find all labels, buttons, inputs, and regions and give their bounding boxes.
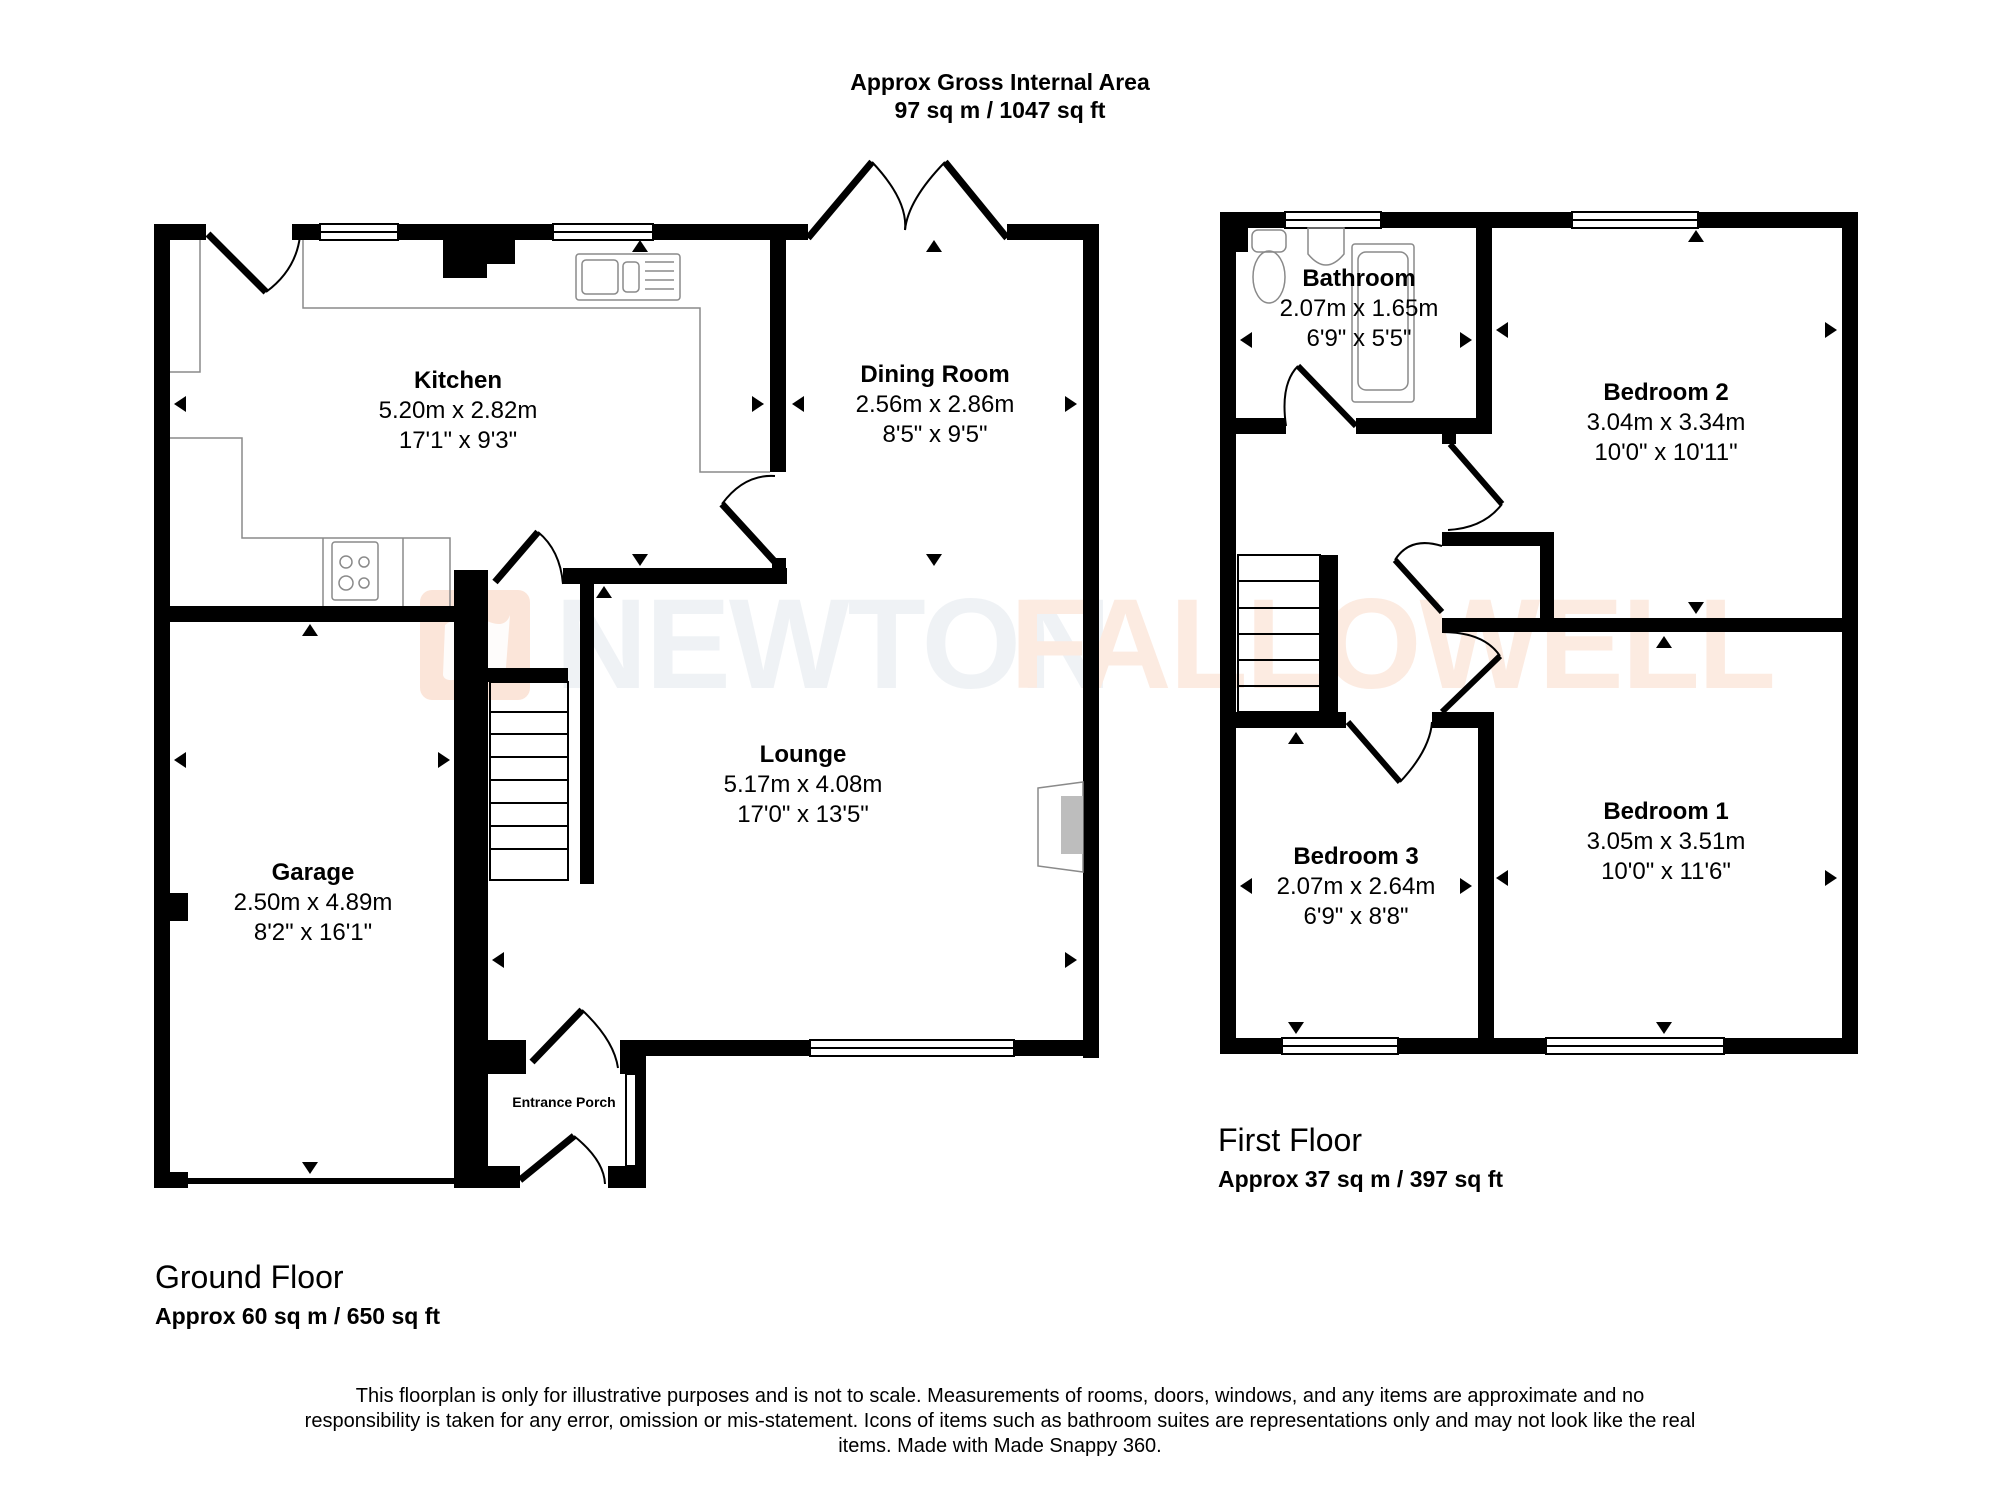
first-floor-windows [1281, 211, 1725, 1055]
room-imperial: 17'1" x 9'3" [398, 427, 518, 454]
room-name: Bathroom [1302, 265, 1416, 292]
room-name: Bedroom 1 [1603, 798, 1729, 825]
room-metric: 2.56m x 2.86m [855, 391, 1015, 418]
room-name: Kitchen [413, 367, 502, 394]
room-bedroom1: Bedroom 1 3.05m x 3.51m 10'0" x 11'6" [1587, 797, 1746, 887]
gross-area-header: Approx Gross Internal Area 97 sq m / 104… [0, 68, 2000, 124]
ground-floor-doors [205, 159, 1010, 1185]
first-floor-doors [1283, 363, 1505, 784]
toilet-icon [1251, 229, 1287, 304]
fireplace-icon [1037, 781, 1084, 873]
room-kitchen: Kitchen 5.20m x 2.82m 17'1" x 9'3" [379, 366, 538, 456]
ground-floor-title: Ground Floor [155, 1259, 344, 1295]
gross-area-value: 97 sq m / 1047 sq ft [894, 97, 1106, 123]
room-name: Bedroom 3 [1293, 843, 1419, 870]
stairs-ground-icon [489, 681, 569, 881]
room-bathroom: Bathroom 2.07m x 1.65m 6'9" x 5'5" [1280, 264, 1439, 354]
room-name: Bedroom 2 [1603, 379, 1729, 406]
sink-icon [575, 253, 681, 301]
first-floor-title: First Floor [1218, 1122, 1362, 1158]
room-imperial: 6'9" x 5'5" [1306, 325, 1412, 352]
kitchen-units [170, 240, 770, 606]
room-metric: 3.04m x 3.34m [1586, 409, 1746, 436]
gross-area-title: Approx Gross Internal Area [850, 69, 1150, 95]
room-metric: 5.17m x 4.08m [723, 771, 883, 798]
first-floor-area: Approx 37 sq m / 397 sq ft [1218, 1166, 1504, 1192]
ground-floor-walls [154, 224, 1099, 1188]
room-name: Dining Room [860, 361, 1010, 388]
hob-icon [331, 541, 379, 601]
dimension-arrows [174, 230, 1837, 1174]
ground-floor-area: Approx 60 sq m / 650 sq ft [155, 1303, 441, 1329]
room-dining: Dining Room 2.56m x 2.86m 8'5" x 9'5" [856, 360, 1015, 450]
room-imperial: 10'0" x 10'11" [1594, 439, 1738, 466]
room-imperial: 8'5" x 9'5" [882, 421, 988, 448]
room-name: Entrance Porch [512, 1094, 616, 1110]
ground-floor-caption: Ground Floor Approx 60 sq m / 650 sq ft [155, 1258, 440, 1330]
basin-icon [1307, 227, 1345, 266]
stairs-first-icon [1237, 554, 1321, 713]
room-metric: 2.50m x 4.89m [233, 889, 393, 916]
room-name: Lounge [759, 741, 847, 768]
disclaimer-text: This floorplan is only for illustrative … [304, 1385, 1696, 1457]
room-metric: 5.20m x 2.82m [378, 397, 538, 424]
room-lounge: Lounge 5.17m x 4.08m 17'0" x 13'5" [724, 740, 883, 830]
room-imperial: 10'0" x 11'6" [1601, 858, 1731, 885]
first-floor-caption: First Floor Approx 37 sq m / 397 sq ft [1218, 1121, 1503, 1193]
room-imperial: 8'2" x 16'1" [253, 919, 373, 946]
room-bedroom3: Bedroom 3 2.07m x 2.64m 6'9" x 8'8" [1277, 842, 1436, 932]
room-metric: 2.07m x 1.65m [1279, 295, 1439, 322]
room-name: Garage [271, 859, 355, 886]
room-metric: 3.05m x 3.51m [1586, 828, 1746, 855]
bath-icon [1351, 243, 1415, 403]
room-metric: 2.07m x 2.64m [1276, 873, 1436, 900]
room-imperial: 17'0" x 13'5" [737, 801, 869, 828]
room-porch: Entrance Porch [512, 1094, 615, 1110]
room-bedroom2: Bedroom 2 3.04m x 3.34m 10'0" x 10'11" [1587, 378, 1746, 468]
room-garage: Garage 2.50m x 4.89m 8'2" x 16'1" [234, 858, 393, 948]
ground-floor-windows [319, 223, 1015, 1167]
room-imperial: 6'9" x 8'8" [1303, 903, 1409, 930]
